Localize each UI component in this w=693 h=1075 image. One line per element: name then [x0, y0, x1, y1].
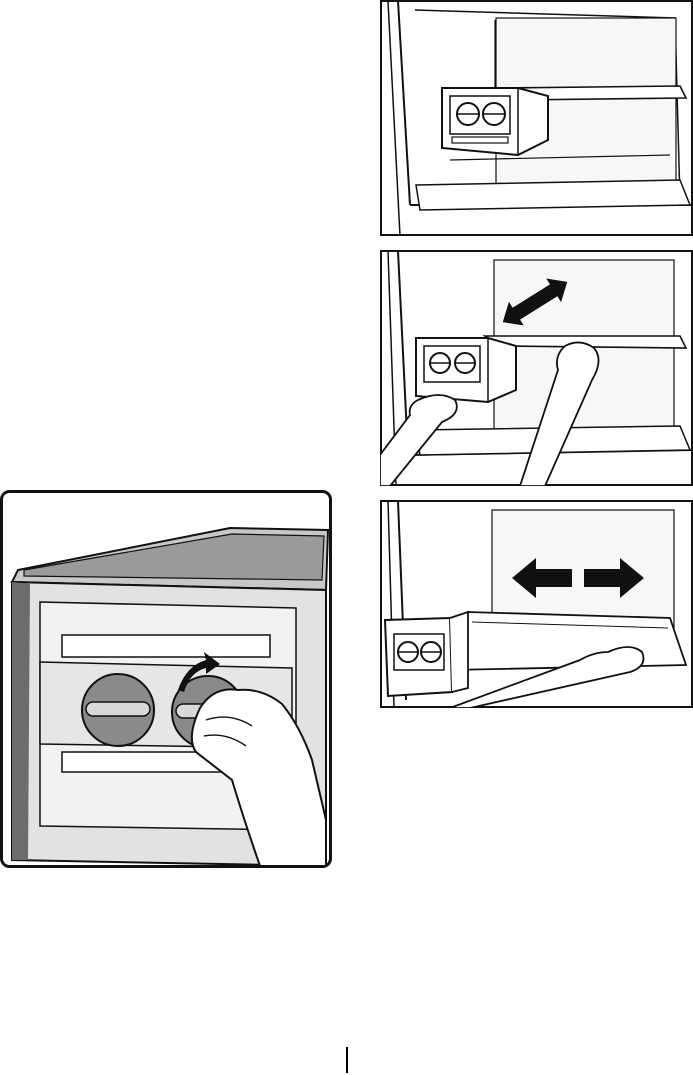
illustration-step-3 — [380, 500, 693, 708]
illustration-step-1 — [380, 0, 693, 236]
illustration-step-2 — [380, 250, 693, 486]
fridge-shelf-with-filter-icon — [380, 0, 693, 236]
hands-sliding-shelf-icon — [380, 250, 693, 486]
dial-adjustment-closeup-icon — [0, 490, 332, 868]
page-footer — [0, 1047, 693, 1075]
illustration-detail-dial — [0, 490, 332, 868]
footer-divider — [346, 1047, 348, 1073]
shelf-pulled-out-icon — [380, 500, 693, 708]
